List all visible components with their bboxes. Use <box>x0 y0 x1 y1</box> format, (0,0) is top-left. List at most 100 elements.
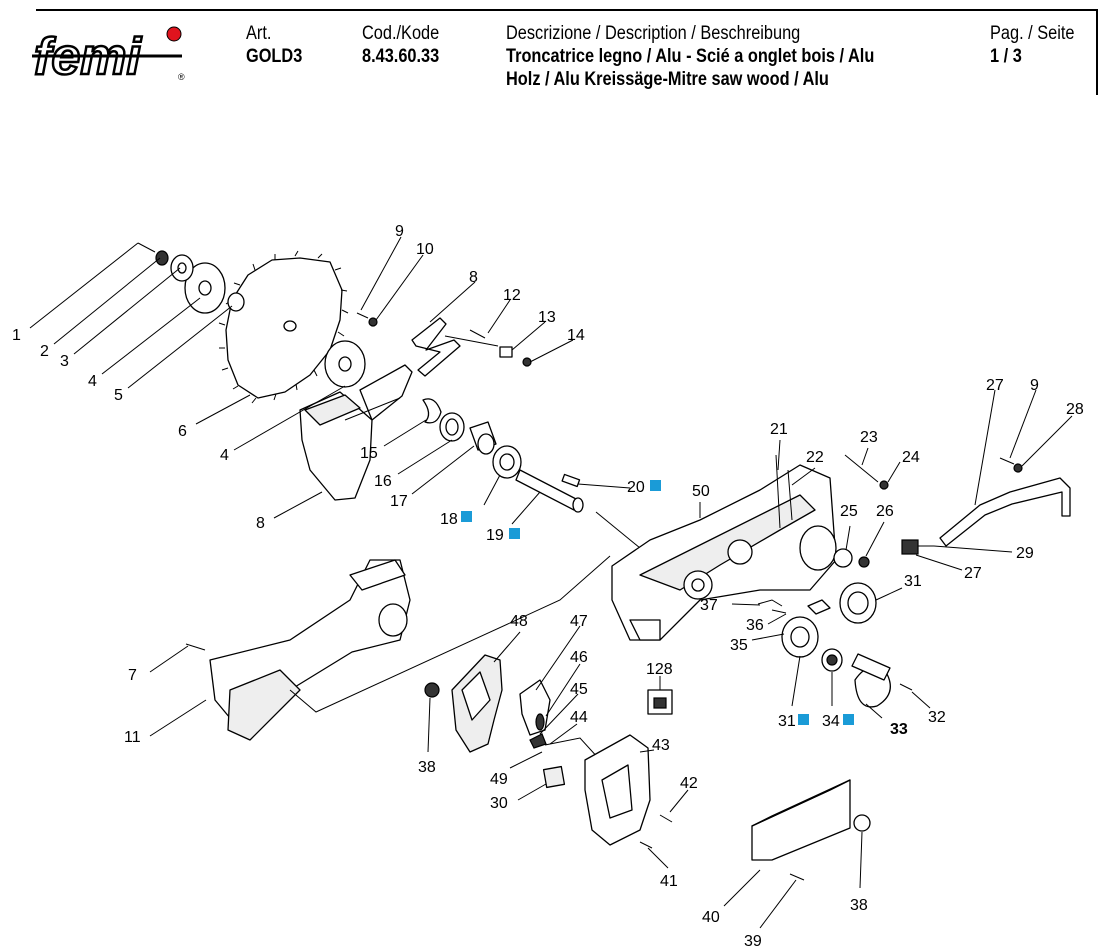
callout-25: 25 <box>840 503 858 520</box>
callout-128: 128 <box>646 661 673 678</box>
motor-housing <box>611 454 889 641</box>
callout-16: 16 <box>374 473 392 490</box>
washer-2 <box>155 250 169 266</box>
screw-9b <box>999 457 1015 465</box>
description-label: Descrizione / Description / Beschreibung <box>506 23 801 44</box>
arbor-assembly <box>422 398 641 549</box>
screw-42 <box>659 814 673 823</box>
screw-36 <box>771 609 787 614</box>
callout-34: 34 <box>822 713 840 730</box>
callout-8b: 8 <box>469 269 478 286</box>
circlip-15 <box>422 398 442 424</box>
washer-25 <box>833 548 853 568</box>
plate-36 <box>807 599 831 615</box>
callout-18-marker <box>461 511 472 522</box>
page-value: 1 / 3 <box>990 46 1022 67</box>
plate-30 <box>542 765 566 789</box>
knob-38a <box>424 682 440 698</box>
housing-boss <box>799 525 837 571</box>
callout-46: 46 <box>570 649 588 666</box>
nut-24 <box>879 480 889 490</box>
code-label: Cod./Kode <box>362 23 440 44</box>
header-top-rule <box>36 9 1098 11</box>
callout-1: 1 <box>12 327 21 344</box>
pin-22 <box>787 469 793 521</box>
callout-41: 41 <box>660 873 678 890</box>
exploded-parts-diagram: 1 2 3 4 5 6 4 8 9 10 8 12 13 14 15 16 17… <box>12 223 1084 950</box>
callout-27a: 27 <box>986 377 1004 394</box>
art-value: GOLD3 <box>246 46 303 67</box>
pulley-assembly <box>757 582 913 708</box>
description-column: Descrizione / Description / Beschreibung… <box>506 22 874 91</box>
callout-19: 19 <box>486 527 504 544</box>
code-value: 8.43.60.33 <box>362 46 440 67</box>
washer-10 <box>368 317 378 327</box>
callout-50: 50 <box>692 483 710 500</box>
lever-rod-27 <box>939 477 1071 547</box>
description-line-2: Holz / Alu Kreissäge-Mitre saw wood / Al… <box>506 69 829 90</box>
callout-31b-marker <box>798 714 809 725</box>
spring-46 <box>535 713 545 731</box>
callout-49: 49 <box>490 771 508 788</box>
sheet-header: femi ® Art. GOLD3 Cod./Kode 8.43.60.33 D… <box>0 0 1110 110</box>
callout-26: 26 <box>876 503 894 520</box>
lock-45 <box>529 733 547 749</box>
header-right-rule <box>1096 9 1098 95</box>
callout-34-marker <box>843 714 854 725</box>
callout-48: 48 <box>510 613 528 630</box>
washer-28 <box>1013 463 1023 473</box>
trigger-47 <box>519 679 551 736</box>
callout-labels: 1 2 3 4 5 6 4 8 9 10 8 12 13 14 15 16 17… <box>12 223 1084 950</box>
callout-45: 45 <box>570 681 588 698</box>
callout-42: 42 <box>680 775 698 792</box>
callout-43: 43 <box>652 737 670 754</box>
callout-31b: 31 <box>778 713 796 730</box>
nut-14 <box>522 357 532 367</box>
callout-23: 23 <box>860 429 878 446</box>
blade-assembly <box>137 242 366 404</box>
callout-30: 30 <box>490 795 508 812</box>
brush-37 <box>757 599 783 607</box>
washer-5 <box>227 292 245 312</box>
callout-40: 40 <box>702 909 720 926</box>
switch-128 <box>647 689 673 715</box>
callout-19-marker <box>509 528 520 539</box>
link-pin <box>444 335 499 347</box>
screw-39 <box>789 873 805 881</box>
callout-9b: 9 <box>1030 377 1039 394</box>
blade-bolt <box>137 242 156 253</box>
callout-18: 18 <box>440 511 458 528</box>
callout-31a: 31 <box>904 573 922 590</box>
guard-bracket <box>359 364 413 421</box>
knob-38b <box>853 814 871 832</box>
callout-14: 14 <box>567 327 585 344</box>
callout-22: 22 <box>806 449 824 466</box>
handle-assembly <box>424 654 673 849</box>
logo-red-dot <box>166 26 182 42</box>
callout-35: 35 <box>730 637 748 654</box>
callout-44: 44 <box>570 709 588 726</box>
description-line-1: Troncatrice legno / Alu - Scié a onglet … <box>506 46 875 67</box>
callout-4b: 4 <box>220 447 229 464</box>
screw-7 <box>185 643 206 651</box>
screw-9 <box>356 312 369 319</box>
callout-38a: 38 <box>418 759 436 776</box>
leader-lines <box>29 236 1073 929</box>
page-column: Pag. / Seite 1 / 3 <box>990 22 1074 68</box>
spring-13 <box>499 346 513 358</box>
callout-47: 47 <box>570 613 588 630</box>
callout-13: 13 <box>538 309 556 326</box>
lever-assembly <box>901 457 1071 555</box>
bolt-23 <box>844 454 879 483</box>
screw-41 <box>639 841 653 849</box>
blade-bore <box>283 320 297 332</box>
bracket-33 <box>851 653 891 681</box>
callout-6: 6 <box>178 423 187 440</box>
base-fence-assembly <box>185 555 611 741</box>
screw-12 <box>469 329 486 339</box>
rod-44 <box>544 737 601 761</box>
page-label: Pag. / Seite <box>990 23 1075 44</box>
callout-15: 15 <box>360 445 378 462</box>
callout-8a: 8 <box>256 515 265 532</box>
callout-12: 12 <box>503 287 521 304</box>
